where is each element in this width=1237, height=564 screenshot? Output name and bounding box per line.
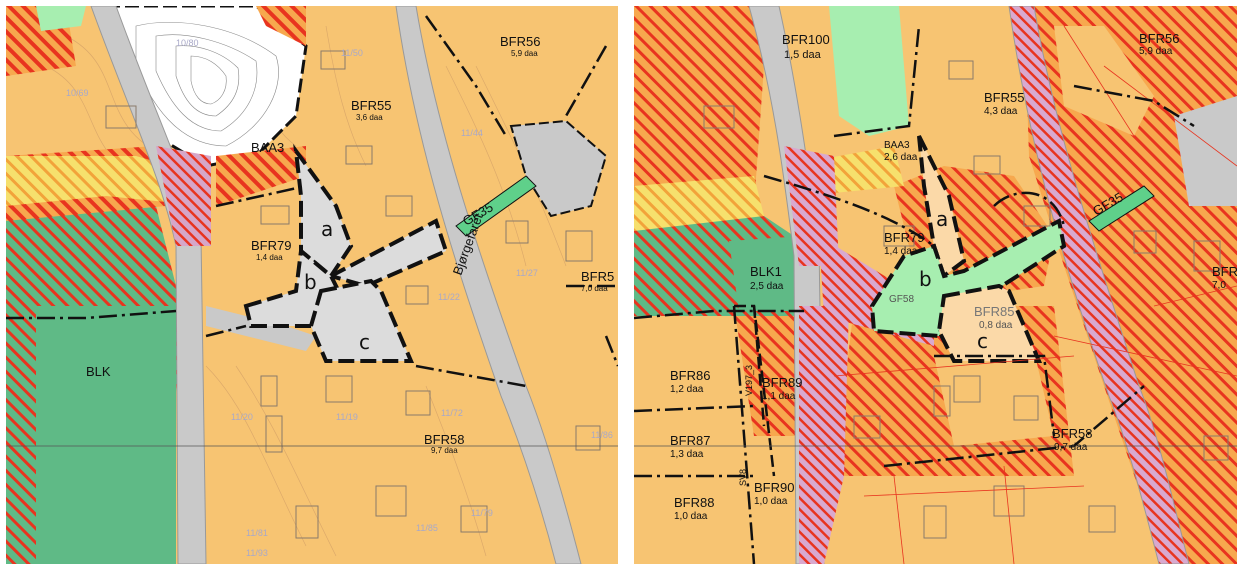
plot-number: 11/20: [231, 412, 253, 422]
label-bfr90: BFR90: [754, 480, 794, 495]
plot-number: 10/69: [66, 88, 89, 98]
label-bfr88-area: 1,0 daa: [674, 511, 708, 522]
hill-contours: [135, 21, 279, 147]
plot-number: 11/19: [336, 412, 358, 422]
plot-number: 11/22: [438, 292, 460, 302]
road-crossing-hatch: [156, 146, 211, 246]
label-bfr90-area: 1,0 daa: [754, 496, 788, 507]
label-bfr7x-area: 7,0: [1212, 280, 1226, 291]
plot-lines: [833, 25, 1237, 564]
label-area-c: c: [977, 329, 988, 353]
plot-number: 11/44: [461, 128, 483, 138]
plot-number: 11/93: [246, 548, 268, 558]
label-bfr89: BFR89: [762, 375, 802, 390]
label-bfr55-area: 3,6 daa: [356, 113, 383, 122]
label-bfr79-area: 1,4 daa: [256, 253, 283, 262]
label-blk1: BLK1: [750, 264, 782, 279]
plot-number: 11/79: [471, 508, 493, 518]
label-bfr100: BFR100: [782, 32, 830, 47]
label-bfr79-area: 1,4 daa: [884, 246, 918, 257]
label-bfr100-area: 1,5 daa: [784, 49, 822, 61]
label-bfr56-area: 5,9 daa: [1139, 46, 1173, 57]
left-map-svg: BLK BFR56 5,9 daa BFR55 3,6 daa BAA3 BFR…: [6, 6, 618, 564]
area-borders-bfr89: [734, 304, 776, 477]
plot-bfr58: [934, 351, 1054, 446]
green-patch-top: [36, 6, 86, 31]
hatched-zone-yellow-west: [634, 176, 764, 231]
label-bfr79: BFR79: [251, 238, 291, 253]
label-bfr89-area: 1,1 daa: [762, 391, 796, 402]
grey-plot: [1174, 96, 1237, 206]
label-bfr86: BFR86: [670, 368, 710, 383]
road-hatch-north: [784, 146, 839, 266]
label-bfr58: BFR58: [1052, 426, 1092, 441]
hatched-zone-top: [256, 6, 306, 46]
label-bfr56-area: 5,9 daa: [511, 49, 538, 58]
area-c-bfr85[interactable]: [936, 283, 1043, 363]
hatched-zone-bfr89: [734, 306, 804, 436]
label-baa3-area: 2,6 daa: [884, 152, 918, 163]
hatched-zone-west: [634, 6, 764, 226]
buildings: [703, 60, 1229, 539]
green-zone-blk1: [729, 236, 804, 311]
area-b-gf58[interactable]: [869, 217, 1067, 339]
label-area-a: a: [936, 207, 948, 231]
zone-borders: [6, 15, 618, 388]
map-panel-proposed[interactable]: BFR100 1,5 daa BFR56 5,9 daa BFR55 4,3 d…: [634, 6, 1237, 564]
hatched-zone-baa3-east: [216, 146, 306, 206]
zone-borders: [634, 25, 1195, 564]
label-gf58: GF58: [889, 294, 914, 305]
label-area-b: b: [304, 270, 317, 294]
label-bfr55: BFR55: [351, 98, 391, 113]
label-bfr87: BFR87: [670, 433, 710, 448]
road-hatch-south: [799, 306, 849, 564]
plot-bfr56: [1054, 26, 1154, 136]
plot-number: 11/72: [441, 408, 463, 418]
label-bfr86-area: 1,2 daa: [670, 384, 704, 395]
label-bfr5x: BFR5: [581, 269, 614, 284]
plot-number: 11/86: [591, 430, 613, 440]
label-bfr88: BFR88: [674, 495, 714, 510]
label-bfr79: BFR79: [884, 230, 924, 245]
gf35-strip: [455, 175, 537, 237]
label-area-c: c: [359, 330, 370, 354]
plot-number: 11/50: [341, 48, 363, 58]
label-bfr58-area: 9,7 daa: [1054, 442, 1088, 453]
label-bfr55-area: 4,3 daa: [984, 106, 1018, 117]
label-bfr56: BFR56: [500, 34, 540, 49]
area-c[interactable]: [308, 278, 415, 363]
buildings: [105, 50, 601, 539]
label-bfr5x-area: 7,0 daa: [581, 284, 608, 293]
label-v197: V197_3: [744, 365, 754, 396]
bjorgefaret-road: [395, 6, 582, 564]
label-area-b: b: [919, 267, 932, 291]
label-area-a: a: [321, 217, 333, 241]
side-road: [206, 306, 316, 351]
label-baa3: BAA3: [884, 140, 910, 151]
plot-number: 11/27: [516, 268, 538, 278]
plot-number: 11/85: [416, 523, 438, 533]
label-bfr58: BFR58: [424, 432, 464, 447]
gf35-strip: [1088, 185, 1155, 232]
label-bfr55: BFR55: [984, 90, 1024, 105]
label-bfr7x: BFR: [1212, 264, 1237, 279]
plot-number: 11/81: [246, 528, 268, 538]
map-panel-existing[interactable]: BLK BFR56 5,9 daa BFR55 3,6 daa BAA3 BFR…: [6, 6, 618, 564]
label-blk: BLK: [86, 364, 111, 379]
label-bfr87-area: 1,3 daa: [670, 449, 704, 460]
label-bfr85-area: 0,8 daa: [979, 320, 1013, 331]
right-map-svg: BFR100 1,5 daa BFR56 5,9 daa BFR55 4,3 d…: [634, 6, 1237, 564]
plot-south: [864, 476, 1054, 564]
main-road: [90, 6, 207, 564]
label-bfr85: BFR85: [974, 304, 1014, 319]
label-bfr58-area: 9,7 daa: [431, 446, 458, 455]
plot-number: 10/80: [176, 38, 199, 48]
label-baa3: BAA3: [251, 140, 284, 155]
grey-plot-right: [509, 119, 608, 218]
label-sv8: SV8: [738, 469, 748, 486]
label-blk1-area: 2,5 daa: [750, 281, 784, 292]
green-patch-top: [829, 6, 909, 136]
label-bfr56: BFR56: [1139, 31, 1179, 46]
green-zone-blk: [36, 306, 176, 564]
